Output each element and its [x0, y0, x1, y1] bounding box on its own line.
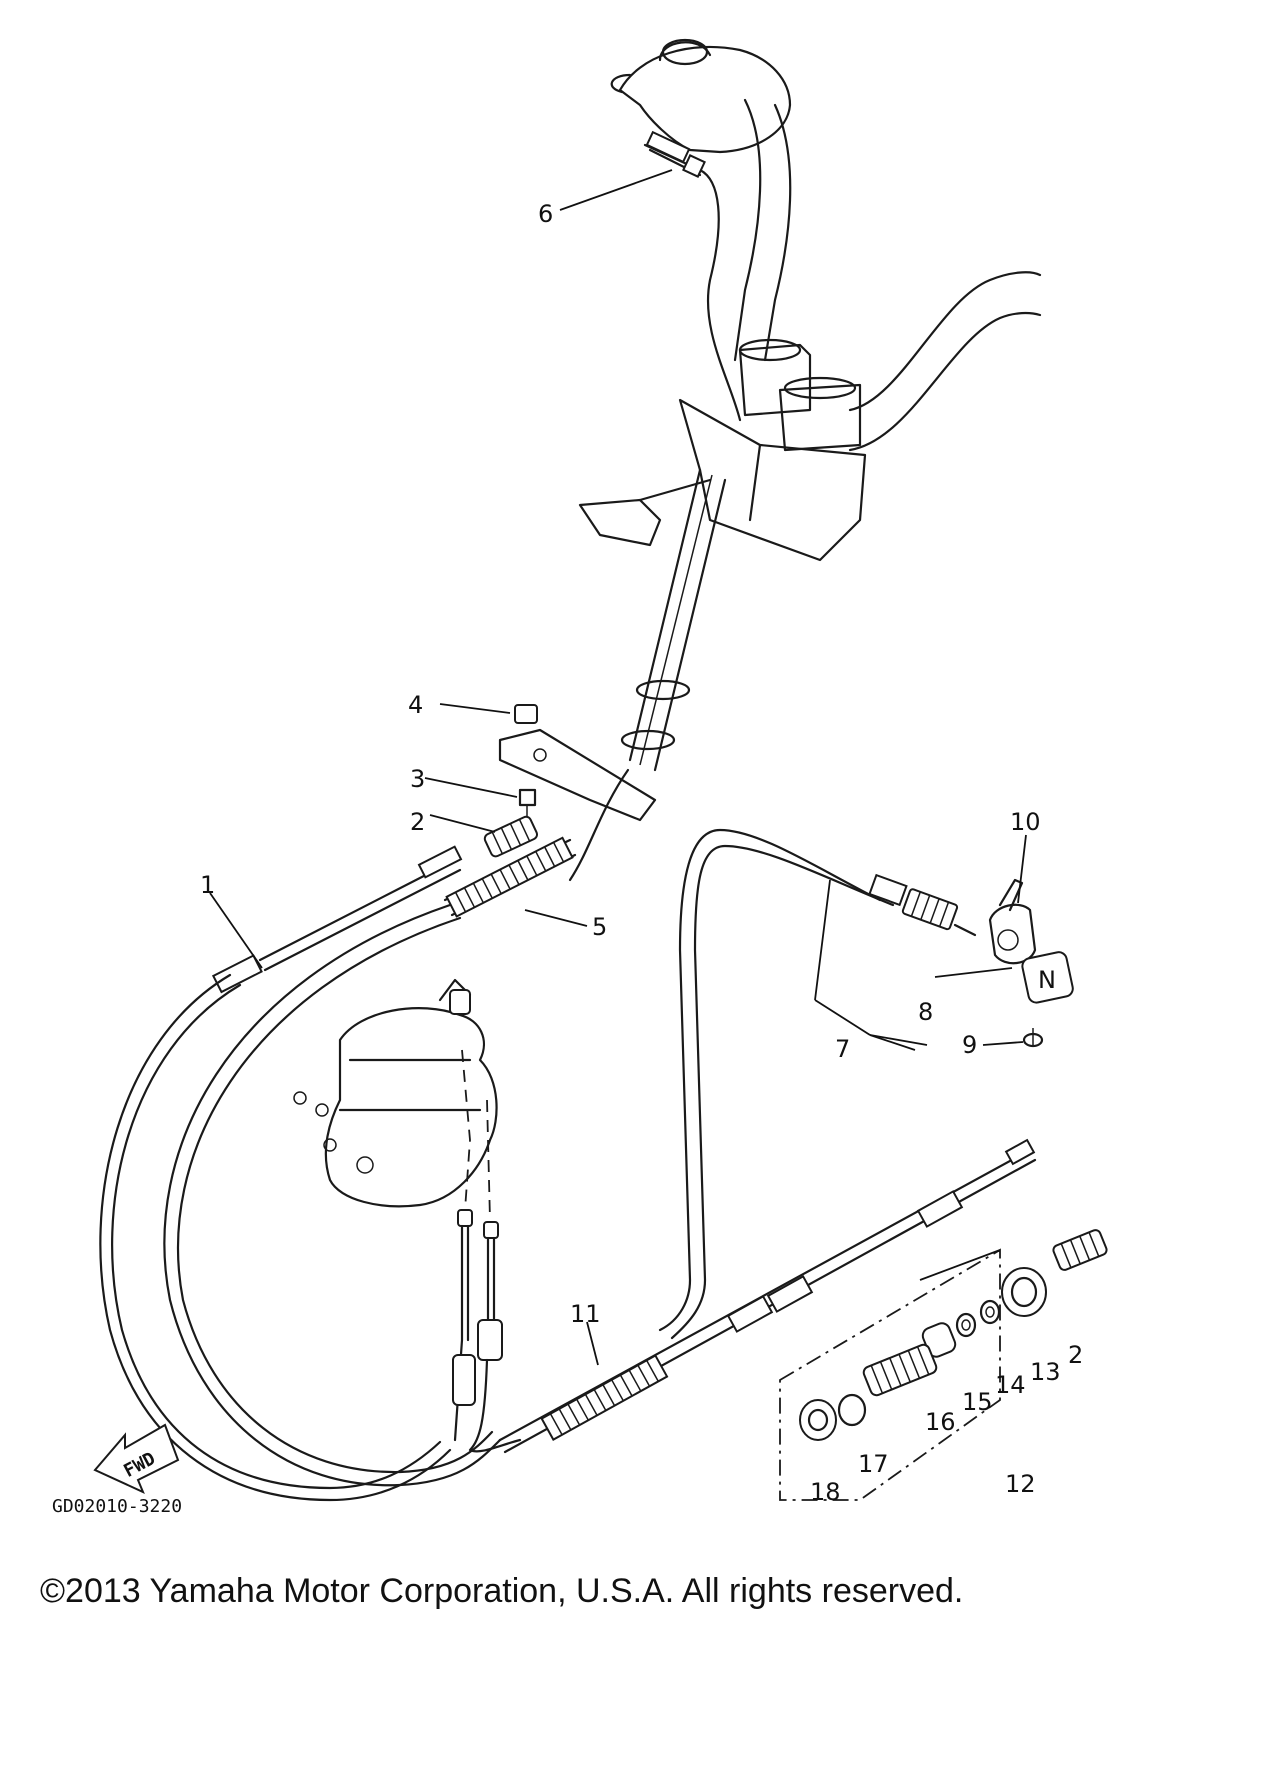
leader-lines [209, 169, 1027, 1366]
callout-5: 5 [592, 913, 607, 941]
callout-15: 15 [962, 1388, 993, 1416]
callout-17: 17 [858, 1450, 889, 1478]
callout-labels: 1 2 3 4 5 6 7 8 9 10 11 12 13 14 15 16 1… [200, 200, 1083, 1506]
callout-18: 18 [810, 1478, 841, 1506]
callout-8: 8 [918, 998, 933, 1026]
copyright-notice: ©2013 Yamaha Motor Corporation, U.S.A. A… [40, 1572, 964, 1610]
carburetor [293, 978, 498, 1208]
callout-12: 12 [1005, 1470, 1036, 1498]
throttle-cable-top [643, 130, 742, 422]
callout-4: 4 [408, 691, 423, 719]
callout-9: 9 [962, 1031, 977, 1059]
fitting-parts [799, 1229, 1108, 1441]
selector-letter: N [1038, 966, 1056, 994]
drawing-code: GD02010-3220 [52, 1496, 182, 1517]
callout-1: 1 [200, 871, 215, 899]
callout-13: 13 [1030, 1358, 1061, 1386]
callout-7: 7 [835, 1035, 850, 1063]
callout-11: 11 [570, 1300, 601, 1328]
callout-16: 16 [925, 1408, 956, 1436]
cable-11 [498, 828, 1037, 1454]
small-parts [483, 704, 538, 858]
callout-2-right: 2 [1068, 1341, 1083, 1369]
callout-3: 3 [410, 765, 425, 793]
fwd-arrow: FWD [93, 1423, 180, 1494]
cables-1-5 [99, 836, 577, 1502]
callout-2: 2 [410, 808, 425, 836]
carb-cables [452, 1209, 522, 1453]
callout-10: 10 [1010, 808, 1041, 836]
callout-14: 14 [995, 1371, 1026, 1399]
callout-6: 6 [538, 200, 553, 228]
cable-end-10 [868, 873, 1074, 1048]
steering-assembly [498, 38, 1042, 882]
